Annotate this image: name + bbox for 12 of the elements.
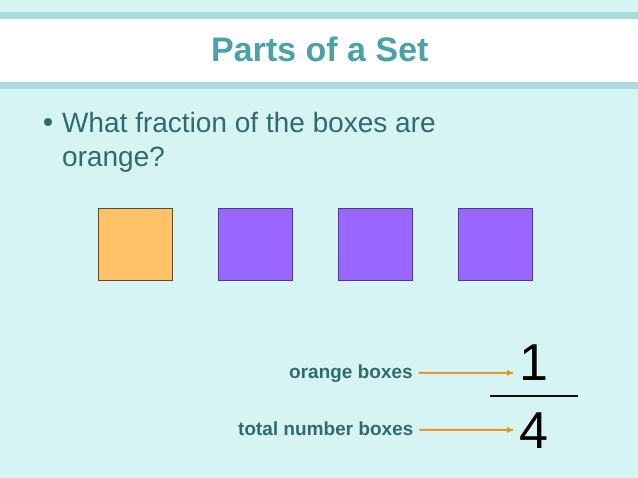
square-tile bbox=[458, 208, 533, 281]
square-tile bbox=[338, 208, 413, 281]
arrow bbox=[418, 370, 513, 376]
slide-title: Parts of a Set bbox=[211, 30, 428, 70]
denominator: 4 bbox=[519, 402, 548, 462]
numerator: 1 bbox=[519, 334, 548, 394]
square-tile bbox=[218, 208, 293, 281]
annotation-label: total number boxes bbox=[238, 419, 414, 441]
bullet-text: What fraction of the boxes are orange? bbox=[62, 106, 437, 174]
annotation-label: orange boxes bbox=[289, 362, 413, 384]
square-tile bbox=[98, 208, 173, 281]
arrow bbox=[419, 426, 513, 433]
